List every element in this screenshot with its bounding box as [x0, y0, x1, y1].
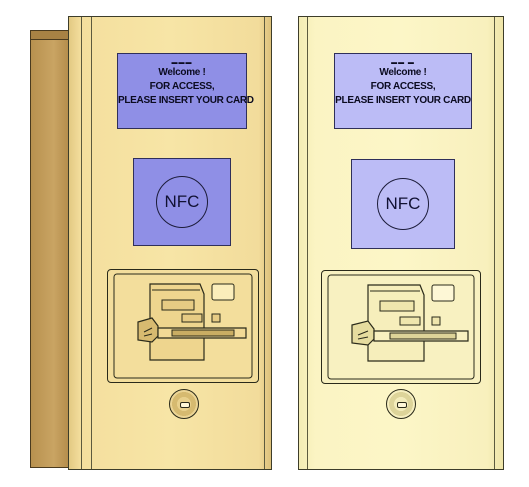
screen-insert-card-text: PLEASE INSERT YOUR CARD [335, 95, 471, 106]
panel-edge-line [264, 17, 265, 469]
screen-indicator-dots: ▬▬ ▬ [391, 60, 415, 66]
access-terminal-left: ▬▬▬ Welcome ! FOR ACCESS, PLEASE INSERT … [68, 16, 272, 470]
card-reader-mechanism-icon [113, 273, 253, 379]
screen-insert-card-text: PLEASE INSERT YOUR CARD [118, 95, 254, 106]
display-screen-right: ▬▬ ▬ Welcome ! FOR ACCESS, PLEASE INSERT… [334, 53, 472, 129]
nfc-reader-pad-right[interactable]: NFC [351, 159, 455, 249]
cabinet-side-depth [30, 30, 70, 468]
nfc-icon: NFC [156, 176, 208, 228]
display-screen-left: ▬▬▬ Welcome ! FOR ACCESS, PLEASE INSERT … [117, 53, 254, 129]
screen-access-text: FOR ACCESS, [149, 81, 215, 92]
card-reader-slot-left[interactable] [107, 269, 259, 383]
key-lock-left[interactable] [169, 389, 199, 419]
panel-edge-line [81, 17, 82, 469]
card-reader-mechanism-icon [327, 274, 475, 380]
panel-edge-line [307, 17, 308, 469]
screen-access-text: FOR ACCESS, [370, 81, 436, 92]
panel-edge-line [91, 17, 92, 469]
nfc-reader-pad-left[interactable]: NFC [133, 158, 231, 246]
card-reader-slot-right[interactable] [321, 270, 481, 384]
screen-welcome-text: Welcome ! [379, 67, 427, 78]
screen-welcome-text: Welcome ! [158, 67, 206, 78]
access-terminal-right: ▬▬ ▬ Welcome ! FOR ACCESS, PLEASE INSERT… [298, 16, 504, 470]
panel-edge-line [494, 17, 495, 469]
nfc-icon: NFC [377, 178, 429, 230]
key-lock-right[interactable] [386, 389, 416, 419]
screen-indicator-dots: ▬▬▬ [171, 60, 193, 66]
